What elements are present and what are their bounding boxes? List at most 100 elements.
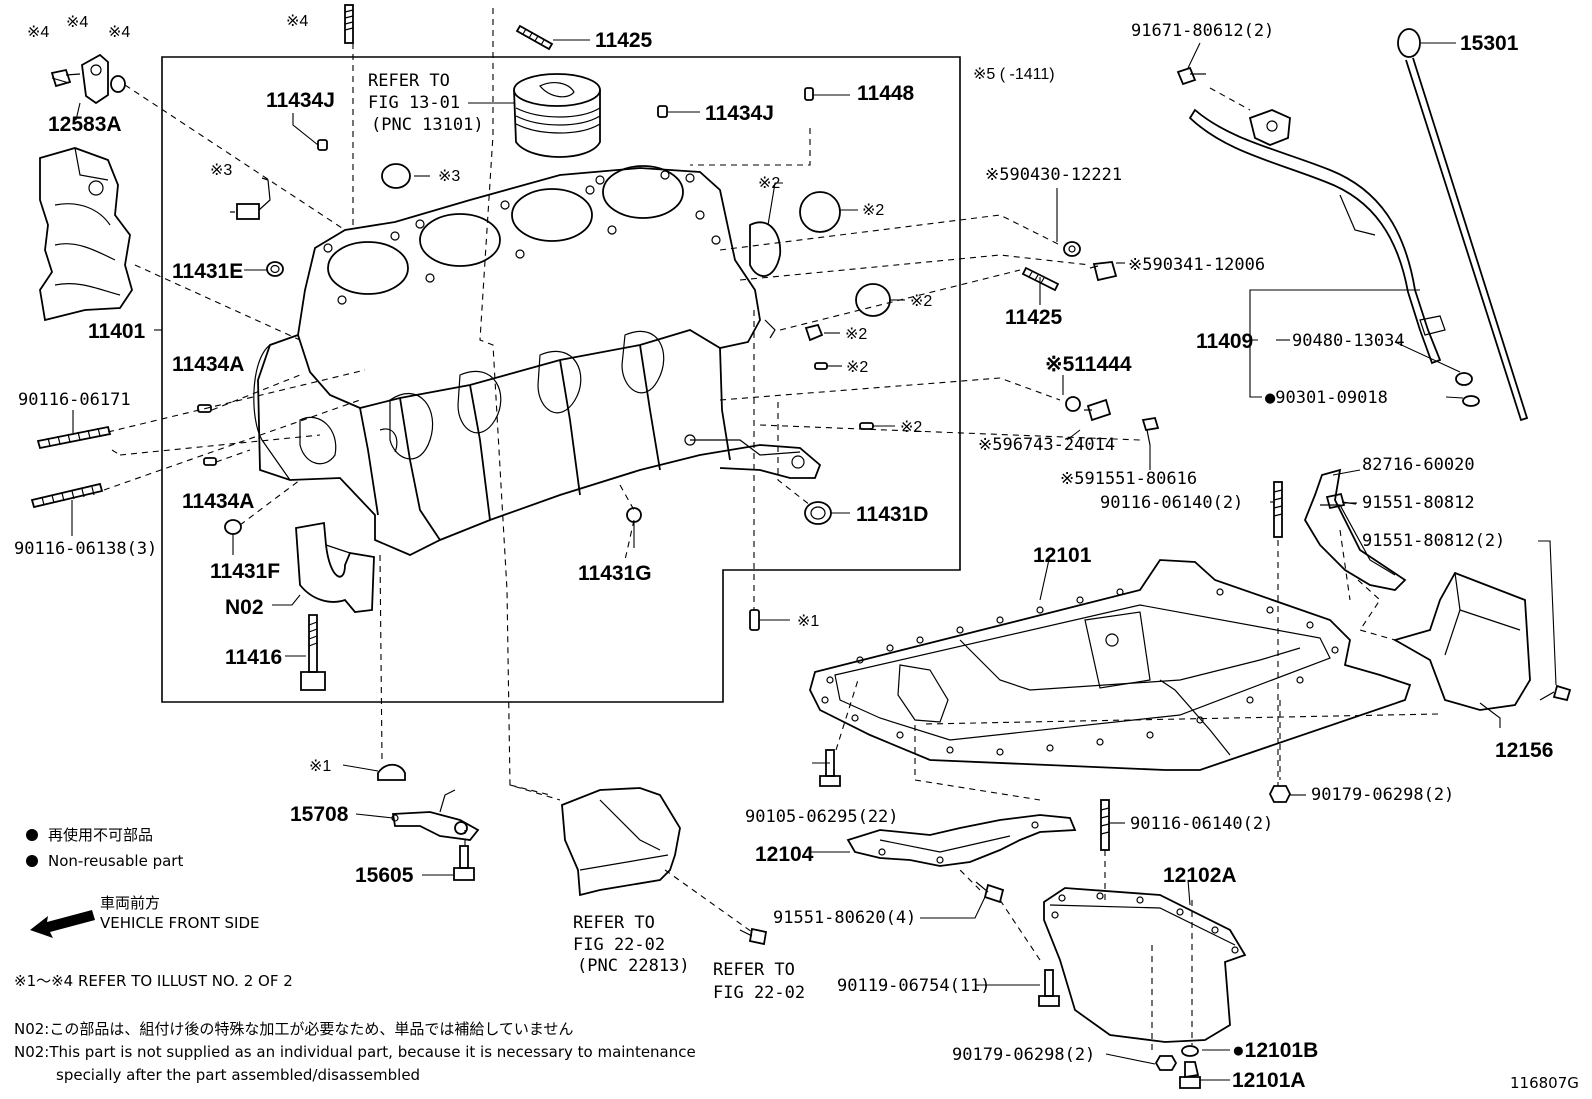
oil-pan-no2-12102A-drawing[interactable] bbox=[1043, 887, 1247, 1043]
label-90116-06140-upper[interactable]: 90116-06140(2) bbox=[1100, 493, 1243, 513]
label-12101[interactable]: 12101 bbox=[1033, 544, 1092, 567]
stud-4-top[interactable] bbox=[344, 4, 354, 44]
label-90179-06298-lower[interactable]: 90179-06298(2) bbox=[952, 1045, 1095, 1065]
oil-seal-11431D[interactable] bbox=[804, 501, 832, 525]
cylinder-block-drawing[interactable] bbox=[253, 165, 822, 556]
pin-11434A-lower[interactable] bbox=[203, 457, 217, 466]
stiffener-12156-drawing[interactable] bbox=[1392, 571, 1531, 711]
dipstick-guide-11409-drawing[interactable] bbox=[1188, 108, 1446, 365]
plug-90341-12006[interactable] bbox=[1089, 261, 1118, 282]
label-91551-80616[interactable]: ※591551-80616 bbox=[1060, 469, 1197, 489]
label-96743-24014[interactable]: ※596743-24014 bbox=[978, 435, 1115, 455]
bolt-91671-80612[interactable] bbox=[1176, 66, 1206, 86]
label-12104[interactable]: 12104 bbox=[755, 843, 814, 866]
label-12583A[interactable]: 12583A bbox=[48, 113, 122, 136]
knock-pin-11434J-right[interactable] bbox=[657, 105, 668, 118]
label-11448[interactable]: 11448 bbox=[857, 82, 915, 105]
label-90430-12221[interactable]: ※590430-12221 bbox=[985, 165, 1122, 185]
label-90116-06140-lower[interactable]: 90116-06140(2) bbox=[1130, 814, 1273, 834]
label-90480-13034[interactable]: 90480-13034 bbox=[1292, 331, 1405, 351]
label-N02[interactable]: N02 bbox=[225, 596, 264, 619]
gasket-12101B[interactable] bbox=[1181, 1045, 1199, 1057]
o-ring-90480-13034[interactable] bbox=[1455, 372, 1473, 386]
plug-2d[interactable] bbox=[804, 323, 824, 342]
stud-11425-top[interactable] bbox=[515, 24, 554, 51]
label-11431G[interactable]: 11431G bbox=[578, 562, 652, 585]
label-90301-09018[interactable]: ●90301-09018 bbox=[1265, 388, 1388, 408]
label-12101B[interactable]: ●12101B bbox=[1232, 1039, 1318, 1062]
plug-1-lower[interactable] bbox=[377, 763, 406, 781]
label-15708[interactable]: 15708 bbox=[290, 803, 349, 826]
nut-90179-06298-lower[interactable] bbox=[1154, 1055, 1178, 1071]
seal-11431E[interactable] bbox=[266, 261, 284, 277]
bolt-91551-80812-2[interactable] bbox=[1539, 684, 1572, 702]
label-11434A-upper[interactable]: 11434A bbox=[172, 353, 244, 376]
label-11416[interactable]: 11416 bbox=[225, 646, 282, 669]
pin-2f[interactable] bbox=[859, 422, 874, 430]
stud-90116-06140-upper[interactable] bbox=[1273, 481, 1283, 538]
ring-11431F[interactable] bbox=[224, 519, 242, 535]
oil-dipstick-15301-drawing[interactable] bbox=[1397, 28, 1529, 422]
refer-to-fig-22-02-a[interactable]: REFER TO FIG 22-02 (PNC 22813) bbox=[573, 913, 690, 976]
sensor-11444-drawing[interactable] bbox=[1065, 396, 1112, 422]
bracket-82716-60020-drawing[interactable] bbox=[1303, 468, 1407, 591]
label-15301[interactable]: 15301 bbox=[1460, 32, 1519, 55]
knock-pin-11434J-left[interactable] bbox=[317, 139, 328, 151]
stud-90116-06140-lower[interactable] bbox=[1100, 799, 1110, 851]
pin-1-upper[interactable] bbox=[749, 609, 760, 631]
label-12101A[interactable]: 12101A bbox=[1232, 1069, 1306, 1092]
label-90119-06754[interactable]: 90119-06754(11) bbox=[837, 976, 991, 996]
label-90116-06171[interactable]: 90116-06171 bbox=[18, 390, 131, 410]
label-15605[interactable]: 15605 bbox=[355, 864, 414, 887]
baffle-plate-12104-drawing[interactable] bbox=[846, 814, 1077, 867]
oil-pan-12101-drawing[interactable] bbox=[809, 559, 1412, 771]
bearing-cap-N02[interactable] bbox=[295, 521, 375, 613]
bolt-90119-06754[interactable] bbox=[1038, 969, 1060, 1007]
expansion-plug-2c[interactable] bbox=[855, 283, 891, 317]
pin-2e[interactable] bbox=[814, 362, 828, 370]
label-11431D[interactable]: 11431D bbox=[856, 503, 928, 526]
knock-sensor-drawing[interactable] bbox=[230, 177, 271, 220]
refer-to-fig-13-01[interactable]: REFER TO FIG 13-01 (PNC 13101) bbox=[368, 71, 484, 135]
label-11444[interactable]: ※511444 bbox=[1045, 353, 1132, 376]
plug-11448[interactable] bbox=[804, 87, 814, 101]
label-91671-80612[interactable]: 91671-80612(2) bbox=[1131, 21, 1274, 41]
bearing-cap-bolt-11416[interactable] bbox=[300, 614, 326, 691]
label-90341-12006[interactable]: ※590341-12006 bbox=[1128, 255, 1265, 275]
label-11425-right[interactable]: 11425 bbox=[1005, 306, 1063, 329]
label-11434A-lower[interactable]: 11434A bbox=[182, 490, 254, 513]
bolt-91551-80620[interactable] bbox=[975, 881, 1005, 904]
label-91551-80620[interactable]: 91551-80620(4) bbox=[773, 908, 916, 928]
label-11431F[interactable]: 11431F bbox=[210, 560, 280, 583]
expansion-plug-3[interactable] bbox=[381, 163, 411, 189]
label-90105-06295[interactable]: 90105-06295(22) bbox=[745, 807, 899, 827]
bolt-91551-80812[interactable] bbox=[1325, 492, 1357, 510]
bolt-15605[interactable] bbox=[453, 845, 475, 881]
piston-reference-drawing[interactable] bbox=[513, 73, 601, 158]
o-ring-90301-09018[interactable] bbox=[1462, 395, 1480, 407]
label-12102A[interactable]: 12102A bbox=[1163, 864, 1237, 887]
label-11401[interactable]: 11401 bbox=[88, 320, 146, 343]
pin-11434A-upper[interactable] bbox=[197, 404, 212, 413]
label-11434J-left[interactable]: 11434J bbox=[266, 89, 335, 112]
nut-90179-06298-upper[interactable] bbox=[1268, 785, 1292, 803]
drain-plug-12101A[interactable] bbox=[1179, 1061, 1201, 1089]
ring-11431G[interactable] bbox=[626, 507, 642, 523]
refer-to-fig-22-02-b[interactable]: REFER TO FIG 22-02 bbox=[713, 960, 805, 1003]
bracket-4-drawing[interactable] bbox=[50, 53, 126, 105]
expansion-plug-2a[interactable] bbox=[749, 221, 782, 277]
label-91551-80812[interactable]: 91551-80812 bbox=[1362, 493, 1475, 513]
bolt-91551-80616[interactable] bbox=[1141, 416, 1160, 446]
label-11434J-right[interactable]: 11434J bbox=[705, 102, 774, 125]
stud-90116-06138[interactable] bbox=[30, 482, 104, 509]
bolt-90105-06295[interactable] bbox=[819, 749, 841, 787]
label-11425-top[interactable]: 11425 bbox=[595, 29, 653, 52]
stud-90116-06171[interactable] bbox=[36, 425, 112, 450]
insulator-12583A-drawing[interactable] bbox=[39, 147, 133, 322]
label-91551-80812-2[interactable]: 91551-80812(2) bbox=[1362, 531, 1505, 551]
gasket-90430-12221[interactable] bbox=[1063, 241, 1081, 257]
bolt-timing-cover-ref[interactable] bbox=[739, 927, 768, 946]
timing-cover-reference-drawing[interactable] bbox=[561, 787, 681, 897]
label-90116-06138[interactable]: 90116-06138(3) bbox=[14, 539, 157, 559]
label-11431E[interactable]: 11431E bbox=[172, 260, 243, 283]
